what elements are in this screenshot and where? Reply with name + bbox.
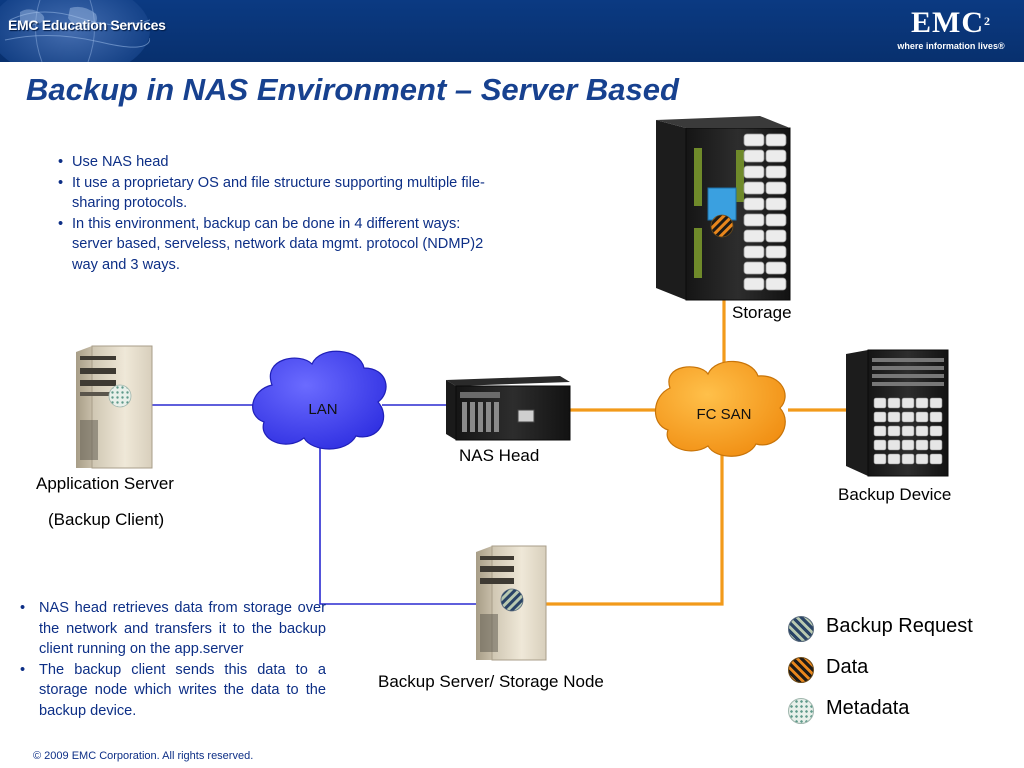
nas-head-icon [446,376,571,441]
fc-san-label: FC SAN [696,406,751,423]
brand-name: EMC [911,6,984,39]
bottom-bullet-item: NAS head retrieves data from storage ove… [20,598,326,660]
brand-superscript: 2 [984,14,991,28]
brand-tagline: where information lives® [897,41,1005,51]
backup-device-icon [846,349,949,477]
metadata-icon [788,698,814,724]
emc-logo: EMC2 where information lives® [896,8,1006,54]
globe-icon [0,0,150,62]
application-server-label: Application Server [36,474,174,493]
fc-san-cloud [654,360,786,457]
san-links [542,298,848,606]
legend-label: Metadata [826,697,910,719]
legend-label: Data [826,656,869,678]
slide-title: Backup in NAS Environment – Server Based [26,72,679,107]
top-bullet-item: It use a proprietary OS and file structu… [58,173,488,214]
top-bullet-item: Use NAS head [58,152,488,173]
storage-icon [656,116,791,301]
nas-head-label: NAS Head [459,446,540,465]
backup-device-label: Backup Device [838,485,952,504]
application-server-icon [76,345,153,469]
lan-cloud [252,350,387,450]
education-services-label: EMC Education Services [8,17,166,33]
backup-client-label: (Backup Client) [48,510,165,529]
top-bullet-list: Use NAS head It use a proprietary OS and… [58,152,488,275]
backup-request-icon [788,616,814,642]
storage-label: Storage [732,303,792,322]
backup-server-icon [476,545,547,661]
data-icon [788,657,814,683]
bottom-bullet-list: NAS head retrieves data from storage ove… [20,598,326,721]
copyright-footer: © 2009 EMC Corporation. All rights reser… [33,750,254,762]
header-bar: EMC Education Services EMC2 where inform… [0,0,1024,62]
lan-label: LAN [308,401,337,418]
top-bullet-item: In this environment, backup can be done … [58,214,488,276]
backup-server-label: Backup Server/ Storage Node [378,672,604,691]
legend-label: Backup Request [826,615,973,637]
bottom-bullet-item: The backup client sends this data to a s… [20,660,326,722]
